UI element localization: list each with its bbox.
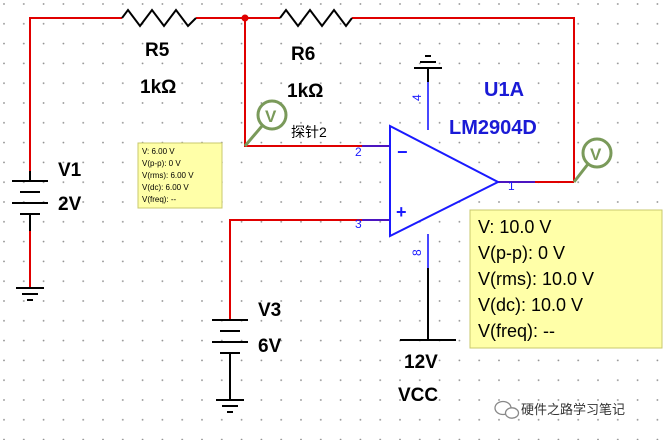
pin-number-4: 4 bbox=[410, 94, 424, 101]
probe2-line-vfreq: V(freq): -- bbox=[142, 195, 177, 204]
battery-v3[interactable] bbox=[212, 319, 248, 354]
wire-r6-feedback bbox=[352, 17, 575, 182]
probe2-line-vdc: V(dc): 6.00 V bbox=[142, 183, 189, 192]
junction-dot bbox=[241, 14, 249, 22]
wire-v1-to-r5 bbox=[29, 17, 122, 171]
probe2-line-v: V: 6.00 V bbox=[142, 147, 175, 156]
probe2-icon[interactable]: V bbox=[256, 99, 288, 131]
probe2-line-vrms: V(rms): 6.00 V bbox=[142, 171, 194, 180]
vcc-name: VCC bbox=[398, 385, 438, 406]
opamp-plus-sign: + bbox=[396, 202, 407, 222]
blue-wires bbox=[362, 82, 535, 268]
output-probe-lead bbox=[572, 163, 590, 183]
output-line-vpp: V(p-p): 0 V bbox=[478, 243, 565, 263]
output-line-vrms: V(rms): 10.0 V bbox=[478, 269, 594, 289]
wechat-icon bbox=[494, 400, 520, 419]
pin-number-3: 3 bbox=[355, 217, 362, 231]
svg-text:V: V bbox=[265, 107, 277, 126]
r5-name: R5 bbox=[145, 40, 170, 61]
wire-noninverting-input bbox=[229, 219, 390, 320]
watermark-text: 硬件之路学习笔记 bbox=[521, 402, 625, 417]
output-line-vfreq: V(freq): -- bbox=[478, 321, 555, 341]
resistor-r6[interactable] bbox=[279, 8, 353, 28]
ground-opamp-icon bbox=[414, 55, 442, 82]
v3-name: V3 bbox=[258, 300, 281, 321]
pin-number-1: 1 bbox=[508, 179, 515, 193]
output-line-vdc: V(dc): 10.0 V bbox=[478, 295, 583, 315]
v3-value: 6V bbox=[258, 336, 282, 357]
ground-v3-icon bbox=[216, 399, 244, 413]
opamp-minus-sign: − bbox=[397, 142, 408, 162]
output-readout-box bbox=[469, 209, 663, 349]
probe2-readout-box bbox=[137, 142, 223, 209]
opamp-ref: U1A bbox=[484, 79, 524, 101]
output-line-v: V: 10.0 V bbox=[478, 217, 551, 237]
r5-value: 1kΩ bbox=[140, 77, 176, 98]
probe2-readout: V: 6.00 V V(p-p): 0 V V(rms): 6.00 V V(d… bbox=[142, 147, 194, 204]
output-readout: V: 10.0 V V(p-p): 0 V V(rms): 10.0 V V(d… bbox=[478, 217, 594, 341]
vcc-voltage: 12V bbox=[404, 352, 438, 373]
r6-name: R6 bbox=[291, 44, 315, 65]
probe2-label: 探针2 bbox=[291, 124, 327, 140]
black-wires bbox=[229, 268, 429, 400]
v1-name: V1 bbox=[58, 160, 82, 181]
svg-text:V: V bbox=[590, 145, 602, 164]
opamp-part: LM2904D bbox=[449, 117, 537, 139]
probe2-lead bbox=[243, 125, 264, 147]
pin-number-8: 8 bbox=[410, 249, 424, 256]
pin-number-2: 2 bbox=[355, 145, 362, 159]
battery-v1[interactable] bbox=[12, 171, 48, 231]
r6-value: 1kΩ bbox=[287, 81, 323, 102]
ground-v1-icon bbox=[16, 287, 44, 301]
v1-value: 2V bbox=[58, 194, 82, 215]
output-probe-icon[interactable]: V bbox=[581, 137, 613, 169]
resistor-r5[interactable] bbox=[121, 8, 197, 28]
opamp-triangle[interactable] bbox=[389, 124, 501, 238]
probe2-line-vpp: V(p-p): 0 V bbox=[142, 159, 181, 168]
